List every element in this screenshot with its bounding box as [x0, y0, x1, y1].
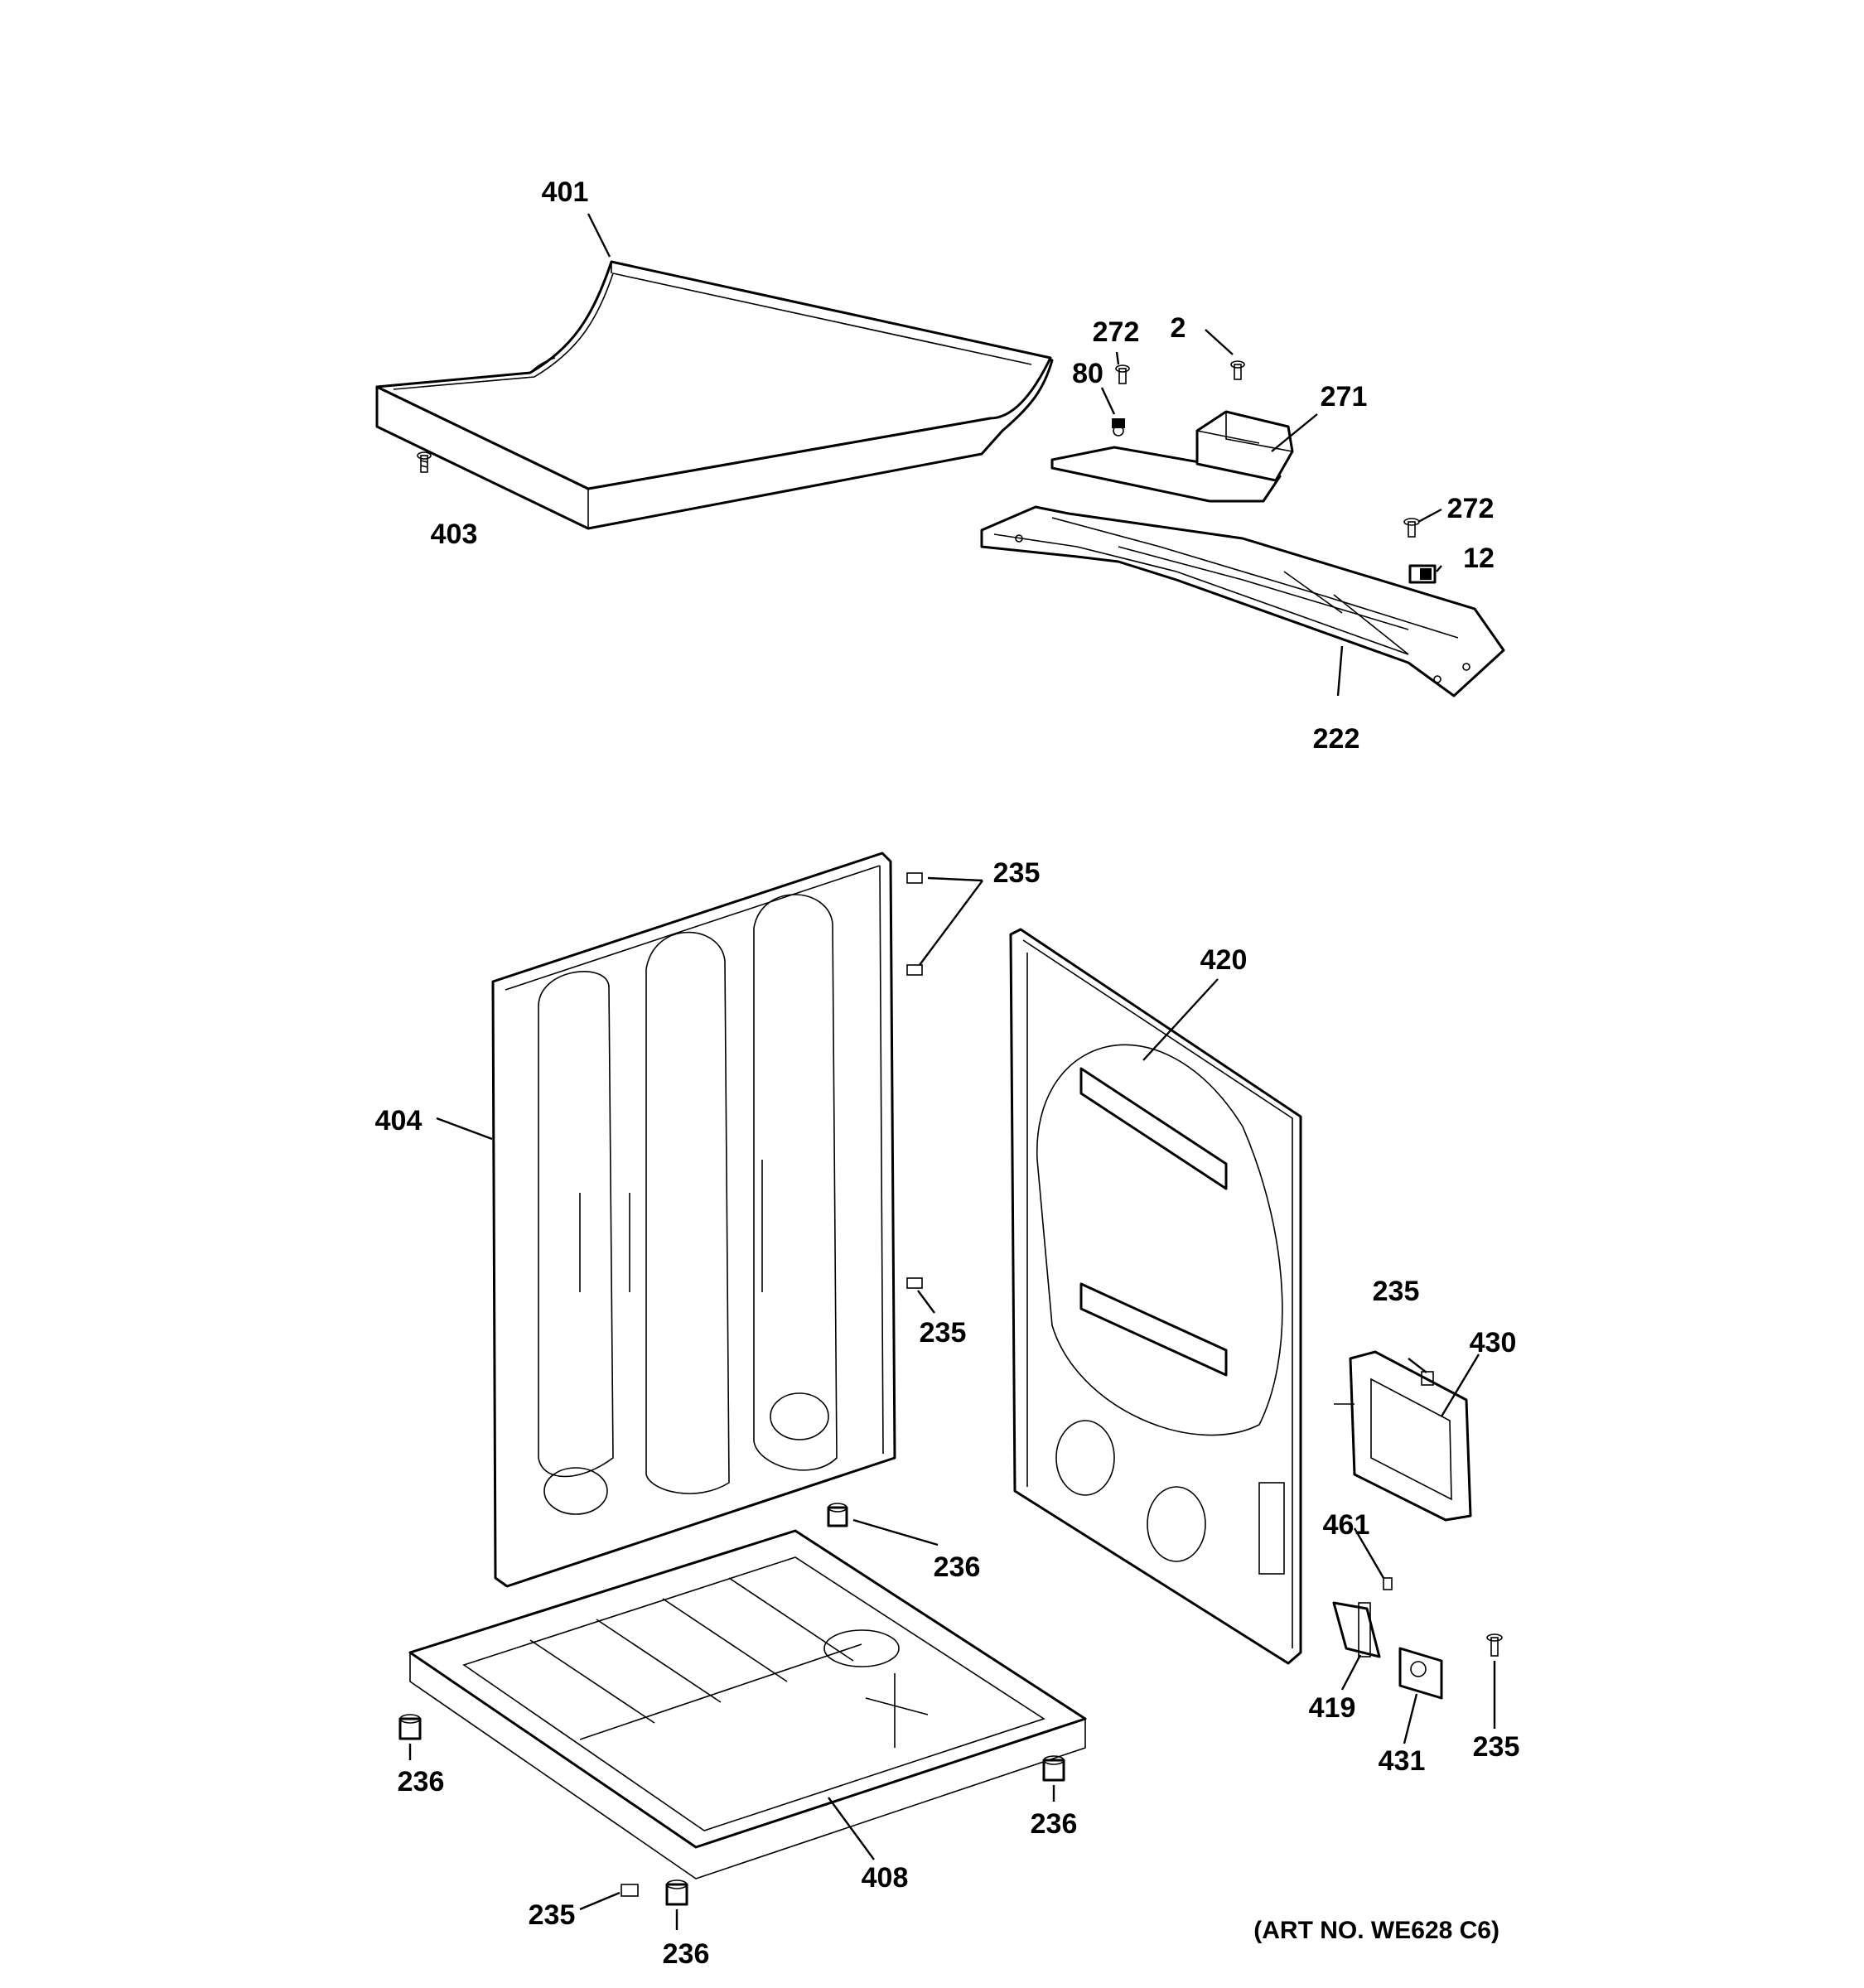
part-12-plug: [1408, 564, 1437, 584]
callout-408: 408: [862, 1862, 909, 1894]
callout-235-top: 235: [993, 857, 1041, 889]
part-271-bracket: [1050, 410, 1294, 503]
callout-236-bottom: 236: [663, 1938, 710, 1970]
callout-403: 403: [431, 519, 478, 550]
part-404-side-panel: [491, 852, 896, 1588]
part-236-foot-c: [1042, 1755, 1065, 1782]
callout-235-plate: 235: [1473, 1731, 1520, 1763]
callout-236-top: 236: [934, 1551, 981, 1583]
part-272-screw-top: [1115, 364, 1130, 384]
art-number-caption: (ART NO. WE628 C6): [1253, 1917, 1499, 1944]
callout-420: 420: [1200, 944, 1248, 976]
part-403-screw: [417, 451, 432, 473]
callout-80: 80: [1072, 358, 1103, 389]
part-235-screws-top: [906, 872, 923, 1289]
part-420-rear-panel: [1009, 928, 1302, 1665]
part-2-screw: [1230, 360, 1245, 380]
callout-271: 271: [1321, 381, 1368, 413]
leader-lines: [408, 213, 1496, 1930]
part-236-foot-b: [398, 1714, 422, 1740]
part-235-screw-plate: [1486, 1633, 1503, 1657]
callout-222: 222: [1313, 723, 1360, 755]
callout-236-left: 236: [398, 1766, 445, 1797]
callout-2: 2: [1171, 312, 1186, 344]
part-401-top-panel: [375, 260, 1054, 530]
callout-272-top: 272: [1093, 316, 1140, 348]
part-430-duct-cover: [1334, 1350, 1472, 1522]
part-461-screw: [1383, 1577, 1393, 1590]
callout-272-side: 272: [1447, 493, 1495, 524]
callout-401: 401: [542, 176, 589, 208]
part-236-foot-d: [665, 1879, 688, 1906]
part-419-bracket: [1332, 1601, 1381, 1658]
callout-404: 404: [375, 1105, 423, 1136]
callout-12: 12: [1463, 543, 1495, 574]
part-235-screw-base: [621, 1884, 639, 1897]
part-235-screw-duct: [1421, 1371, 1434, 1386]
callout-431: 431: [1379, 1745, 1426, 1777]
callout-236-right: 236: [1031, 1808, 1078, 1840]
part-408-base: [408, 1529, 1087, 1879]
callout-419: 419: [1309, 1692, 1356, 1724]
callout-461: 461: [1323, 1509, 1370, 1541]
callout-235-base: 235: [529, 1899, 576, 1931]
part-431-plate: [1398, 1647, 1443, 1700]
part-222-channel: [980, 505, 1505, 697]
part-236-foot-a: [827, 1503, 848, 1527]
part-272-screw-side: [1403, 518, 1420, 538]
callout-235-mid: 235: [920, 1317, 967, 1349]
callout-235-duct: 235: [1373, 1276, 1420, 1307]
callout-430: 430: [1470, 1327, 1517, 1358]
part-80-clip: [1112, 418, 1125, 437]
